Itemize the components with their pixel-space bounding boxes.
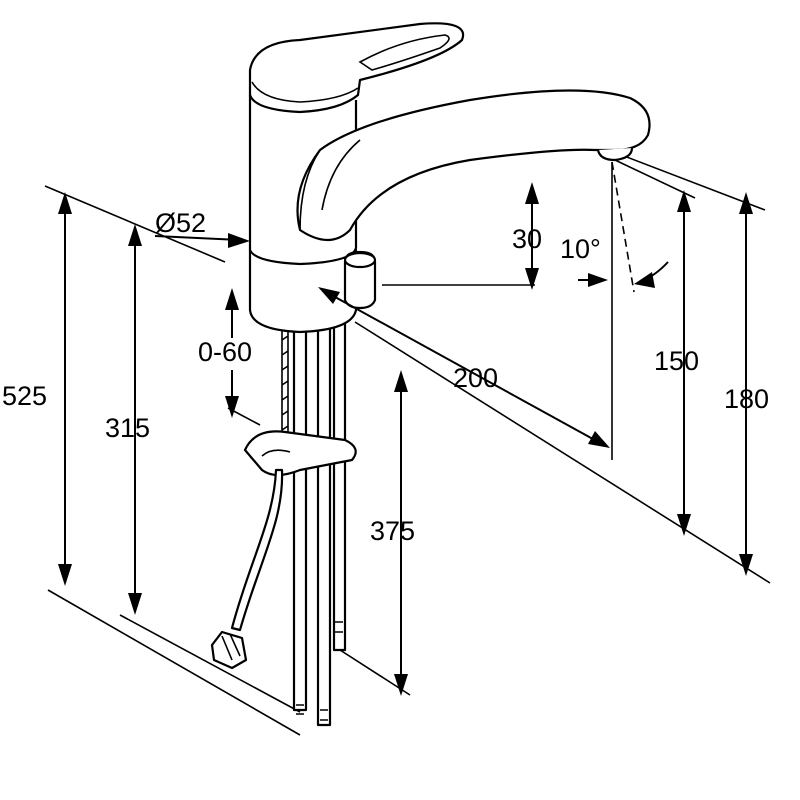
spout: [296, 89, 651, 242]
label-hose-below-deck: 375: [370, 516, 415, 546]
label-spout-reach: 200: [453, 363, 498, 393]
dimension-lines: [58, 161, 753, 696]
label-diameter-base: Ø52: [155, 208, 206, 238]
label-spout-angle: 10°: [560, 234, 601, 264]
flexible-hose: [230, 468, 284, 632]
faucet: [210, 22, 651, 727]
dimension-labels: Ø52 30 10° 0-60 200 525 315 150 180 375: [2, 208, 769, 546]
supply-pipes: [292, 318, 347, 727]
mounting-rod: [281, 320, 289, 470]
aerator: [596, 147, 634, 162]
label-height-180: 180: [724, 384, 769, 414]
base-collar: [248, 248, 358, 334]
label-supply-line-length: 315: [105, 413, 150, 443]
hose-connector: [210, 630, 248, 670]
label-height-150: 150: [654, 346, 699, 376]
extension-lines: [44, 99, 771, 736]
label-total-hose-length: 525: [2, 381, 47, 411]
label-spout-height-offset: 30: [512, 224, 542, 254]
label-deck-thickness: 0-60: [198, 337, 252, 367]
